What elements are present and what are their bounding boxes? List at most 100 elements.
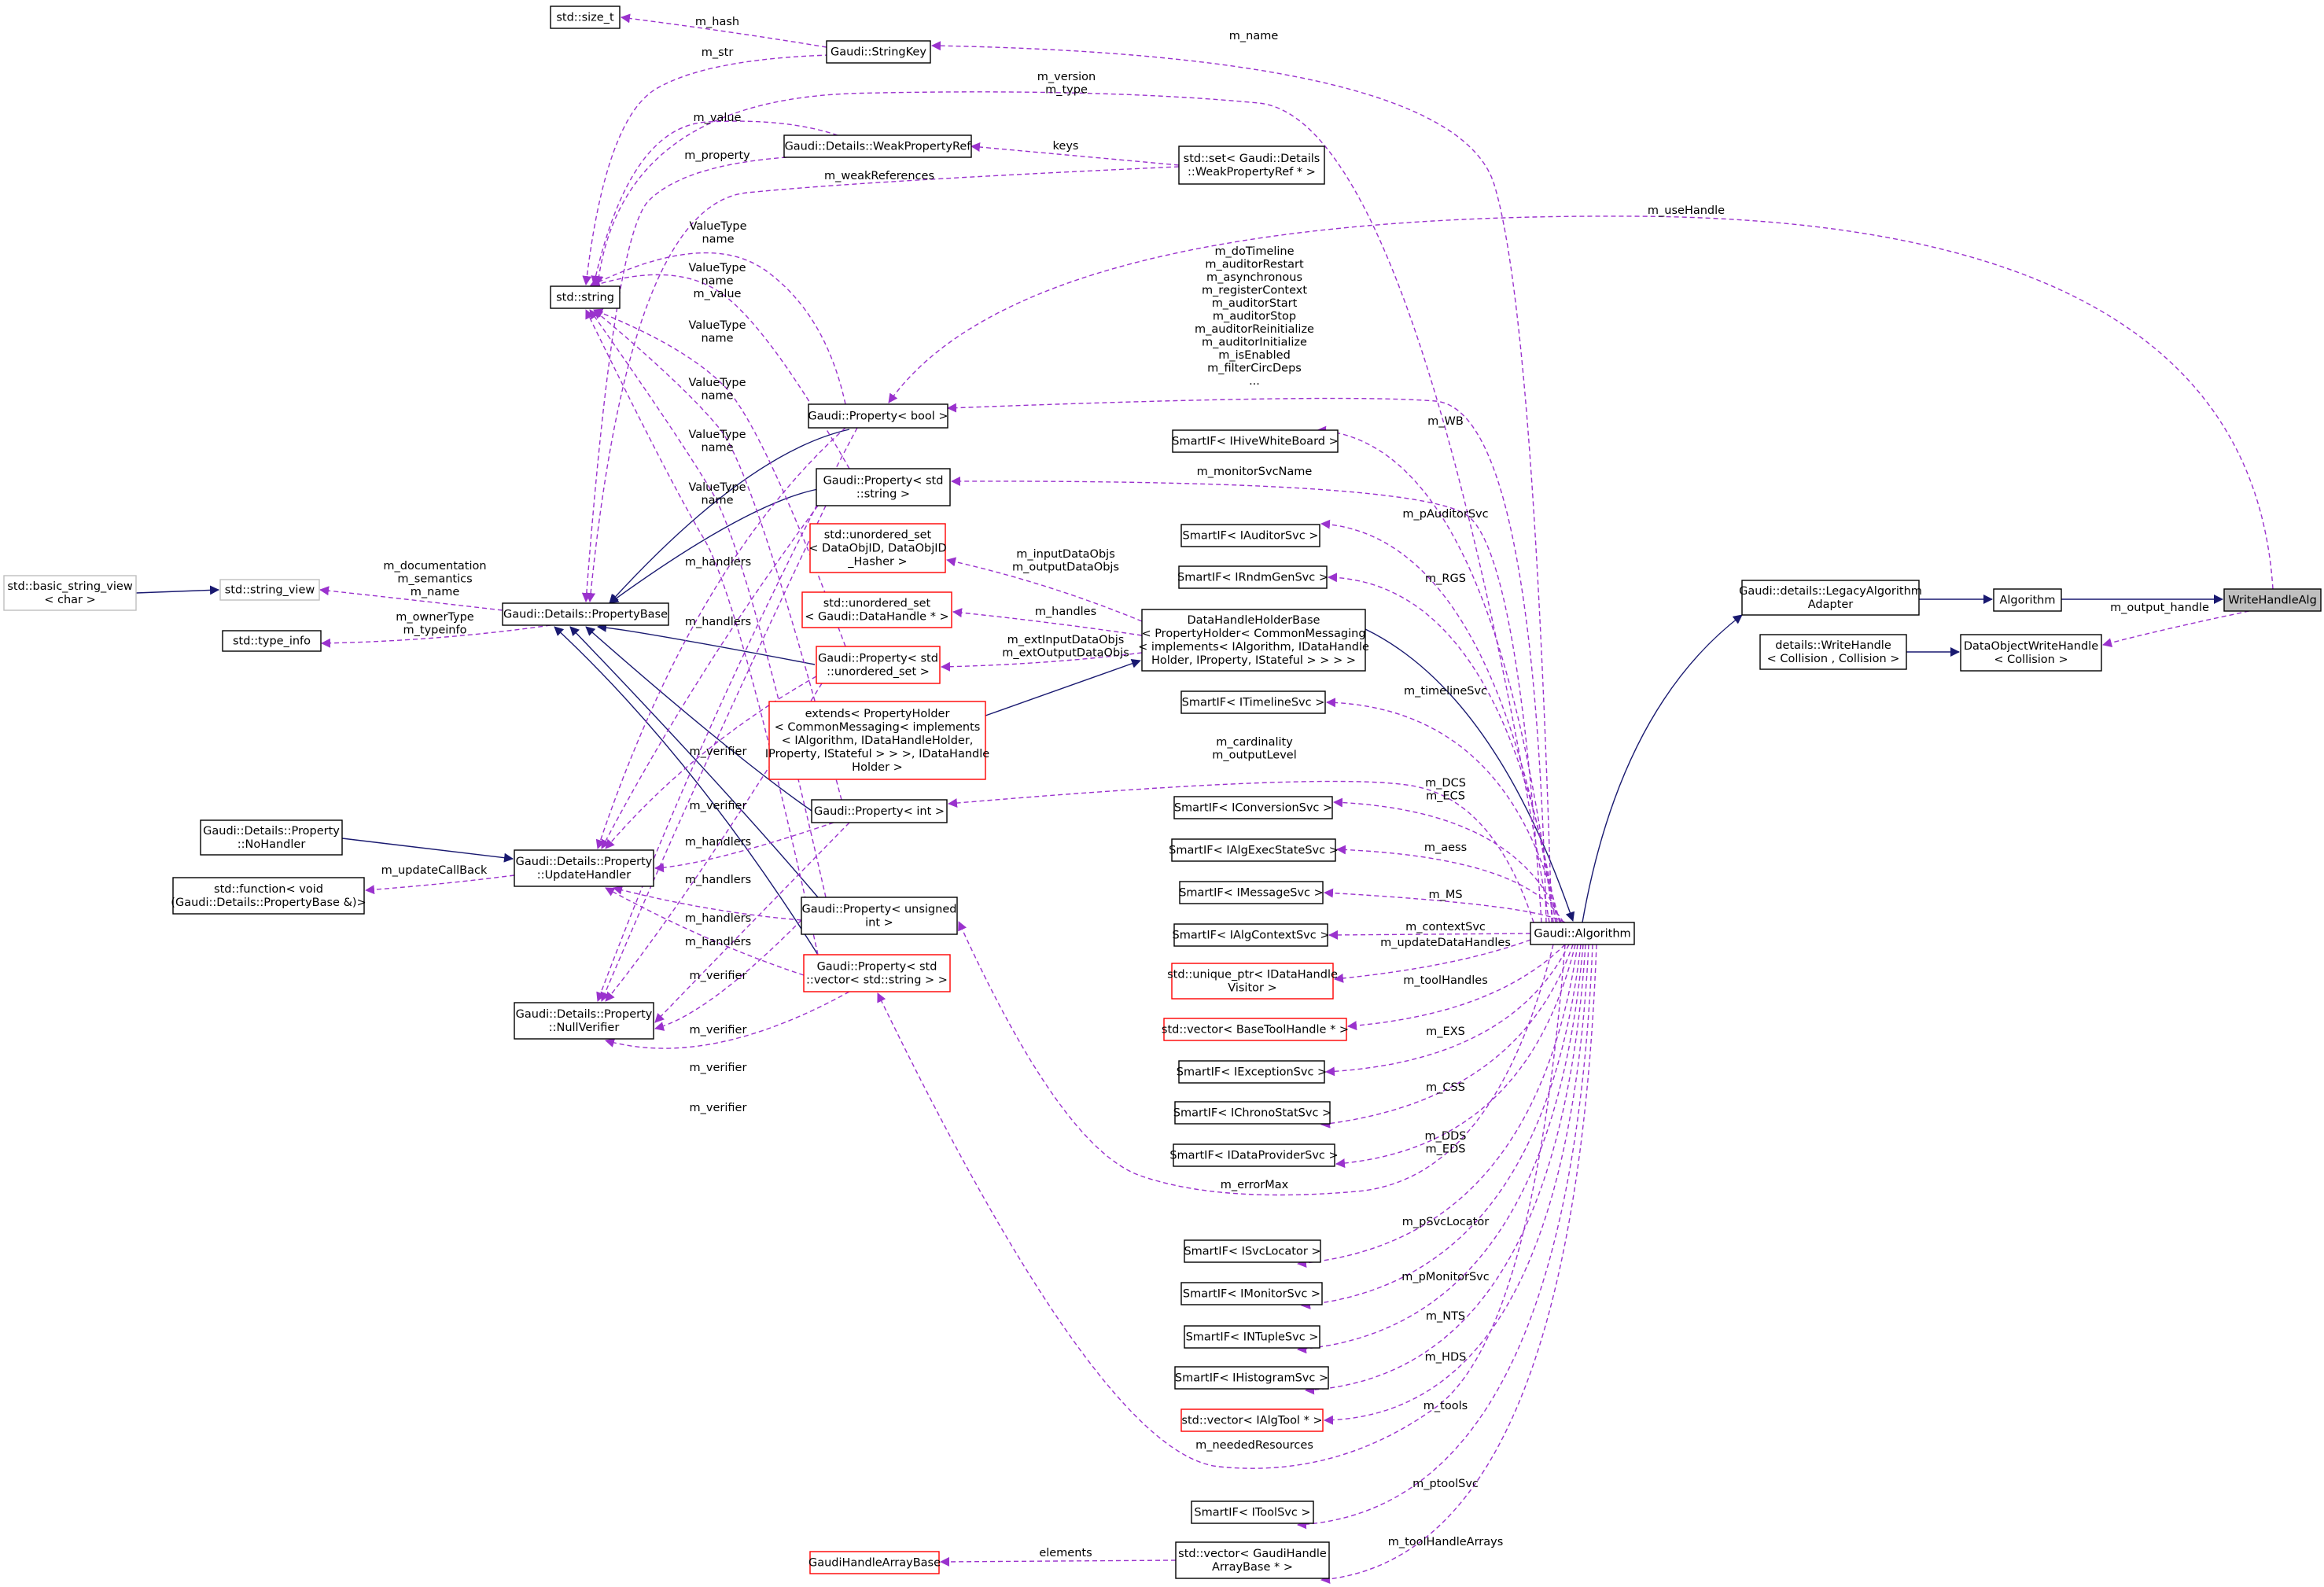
class-box-nullverifier [514, 1002, 654, 1040]
class-name-prop_uset: Gaudi::Property< std::unordered_set > [818, 653, 938, 679]
class-node-prop_string[interactable]: Gaudi::Property< std::string > [816, 468, 951, 506]
usage-edge-stdstring-to-prop_bool [589, 252, 846, 405]
class-node-gaudialg[interactable]: Gaudi::Algorithm [1530, 922, 1635, 945]
class-node-updatehandler[interactable]: Gaudi::Details::Property::UpdateHandler [514, 849, 654, 887]
class-node-dowh[interactable]: DataObjectWriteHandle< Collision > [1960, 634, 2102, 672]
class-node-ghab[interactable]: GaudiHandleArrayBase [808, 1551, 941, 1574]
edge-label-updatehandler-to-prop_bool: m_handlers [685, 556, 751, 569]
class-name-updatehandler: Gaudi::Details::Property::UpdateHandler [516, 856, 653, 882]
class-name-sif_rndm: SmartIF< IRndmGenSvc > [1177, 572, 1328, 584]
class-name-prop_vec: Gaudi::Property< std::vector< std::strin… [806, 961, 948, 987]
class-node-sif_svcloc[interactable]: SmartIF< ISvcLocator > [1184, 1239, 1321, 1263]
class-node-uset_dataobj[interactable]: std::unordered_set< DataObjID, DataObjID… [808, 523, 947, 573]
class-node-writehandle[interactable]: details::WriteHandle< Collision , Collis… [1759, 634, 1907, 670]
class-node-stdfunction[interactable]: std::function< void(Gaudi::Details::Prop… [171, 877, 366, 915]
class-name-sif_histo: SmartIF< IHistogramSvc > [1175, 1372, 1328, 1385]
usage-edge-stdset-to-propbase [586, 166, 1180, 602]
class-node-stdstring[interactable]: std::string [550, 285, 621, 309]
usage-edge-updatehandler-to-prop_bool [595, 427, 846, 849]
class-node-weakref[interactable]: Gaudi::Details::WeakPropertyRef [783, 134, 972, 158]
class-node-vec_btool[interactable]: std::vector< BaseToolHandle * > [1162, 1018, 1349, 1041]
edge-label-nullverifier-to-prop_uset: m_verifier [690, 970, 747, 982]
class-node-algorithm[interactable]: Algorithm [1993, 588, 2062, 612]
edge-label-size_t-to-stringkey: m_hash [695, 16, 739, 28]
inheritance-edge-propbase-to-prop_int [585, 626, 812, 812]
class-name-sif_chrono: SmartIF< IChronoStatSvc > [1173, 1107, 1331, 1120]
class-node-stringkey[interactable]: Gaudi::StringKey [826, 40, 931, 64]
class-node-sif_timeline[interactable]: SmartIF< ITimelineSvc > [1180, 690, 1326, 714]
edges-layer [135, 13, 2274, 1584]
class-node-nohandler[interactable]: Gaudi::Details::Property::NoHandler [200, 819, 343, 856]
class-box-type_info [222, 630, 322, 652]
edge-label-updatehandler-to-prop_string: m_handlers [685, 616, 751, 628]
usage-edge-uptr_visitor-to-gaudialg [1334, 939, 1531, 983]
class-node-sif_tool[interactable]: SmartIF< IToolSvc > [1191, 1500, 1314, 1524]
class-node-string_view[interactable]: std::string_view [219, 579, 320, 601]
class-node-sif_exc[interactable]: SmartIF< IExceptionSvc > [1177, 1060, 1327, 1084]
class-node-sif_algctx[interactable]: SmartIF< IAlgContextSvc > [1173, 923, 1330, 947]
class-box-prop_int [811, 799, 948, 823]
class-box-gaudialg [1530, 922, 1635, 945]
class-node-stdset[interactable]: std::set< Gaudi::Details::WeakPropertyRe… [1178, 145, 1325, 185]
usage-edge-sif_msg-to-gaudialg [1324, 888, 1566, 923]
class-node-sif_histo[interactable]: SmartIF< IHistogramSvc > [1174, 1366, 1329, 1390]
class-node-sif_dataprov[interactable]: SmartIF< IDataProviderSvc > [1169, 1143, 1339, 1167]
usage-edge-prop_int-to-gaudialg [948, 780, 1534, 923]
inheritance-edge-basic_sv-to-string_view [135, 585, 219, 595]
class-node-extends[interactable]: extends< PropertyHolder< CommonMessaging… [765, 701, 989, 780]
class-name-dowh: DataObjectWriteHandle< Collision > [1964, 640, 2098, 666]
class-box-sif_rndm [1178, 565, 1328, 589]
inheritance-edge-propbase-to-prop_bool [609, 429, 850, 604]
class-box-writehandle [1759, 634, 1907, 670]
class-node-sif_hive[interactable]: SmartIF< IHiveWhiteBoard > [1172, 429, 1339, 453]
usage-edge-stdstring-to-prop_int [593, 309, 842, 801]
usage-edge-sif_rndm-to-gaudialg [1328, 573, 1558, 923]
class-node-sif_rndm[interactable]: SmartIF< IRndmGenSvc > [1177, 565, 1328, 589]
usage-edge-nullverifier-to-prop_vec [605, 991, 850, 1049]
class-node-sif_msg[interactable]: SmartIF< IMessageSvc > [1179, 881, 1324, 904]
edge-label-sif_msg-to-gaudialg: m_MS [1428, 889, 1462, 901]
usage-edge-updatehandler-to-prop_uint [613, 885, 802, 921]
class-box-string_view [219, 579, 320, 601]
class-node-sif_algexec[interactable]: SmartIF< IAlgExecStateSvc > [1169, 838, 1339, 862]
class-box-ghab [809, 1551, 940, 1574]
class-node-nullverifier[interactable]: Gaudi::Details::Property::NullVerifier [514, 1002, 654, 1040]
class-box-algorithm [1993, 588, 2062, 612]
class-name-sif_algexec: SmartIF< IAlgExecStateSvc > [1169, 845, 1339, 857]
inheritance-edge-propbase-to-prop_uset [597, 622, 816, 665]
class-node-sif_ntuple[interactable]: SmartIF< INTupleSvc > [1184, 1325, 1320, 1349]
class-node-prop_vec[interactable]: Gaudi::Property< std::vector< std::strin… [803, 954, 951, 992]
edge-label-vec_gha-to-gaudialg: m_toolHandleArrays [1388, 1536, 1504, 1548]
inheritance-edge-extends-to-dhhb [985, 659, 1141, 716]
class-node-propbase[interactable]: Gaudi::Details::PropertyBase [502, 602, 669, 626]
usage-edge-nullverifier-to-prop_uint [654, 919, 802, 1031]
class-name-sif_exc: SmartIF< IExceptionSvc > [1177, 1066, 1327, 1079]
class-name-sif_timeline: SmartIF< ITimelineSvc > [1182, 697, 1325, 709]
usage-edge-vec_algtool-to-gaudialg [1324, 944, 1589, 1425]
class-node-prop_bool[interactable]: Gaudi::Property< bool > [808, 403, 948, 429]
class-name-prop_bool: Gaudi::Property< bool > [808, 411, 948, 423]
class-node-sif_conv[interactable]: SmartIF< IConversionSvc > [1173, 796, 1333, 819]
class-box-sif_chrono [1174, 1101, 1331, 1125]
class-node-type_info[interactable]: std::type_info [222, 630, 322, 652]
class-node-sif_chrono[interactable]: SmartIF< IChronoStatSvc > [1173, 1101, 1331, 1125]
edge-label-prop_bool-to-whalg: m_useHandle [1648, 204, 1725, 217]
class-node-sif_monitor[interactable]: SmartIF< IMonitorSvc > [1180, 1282, 1323, 1305]
class-box-sif_hive [1172, 429, 1339, 453]
class-node-size_t[interactable]: std::size_t [550, 6, 621, 29]
class-node-dhhb[interactable]: DataHandleHolderBase< PropertyHolder< Co… [1138, 609, 1369, 672]
class-node-basic_sv[interactable]: std::basic_string_view< char > [3, 575, 137, 611]
edge-label-sif_histo-to-gaudialg: m_HDS [1425, 1351, 1467, 1364]
class-node-sif_auditor[interactable]: SmartIF< IAuditorSvc > [1180, 524, 1320, 547]
edge-label-vec_algtool-to-gaudialg: m_tools [1423, 1400, 1468, 1412]
class-node-uset_handle[interactable]: std::unordered_set< Gaudi::DataHandle * … [801, 591, 952, 628]
class-node-vec_algtool[interactable]: std::vector< IAlgTool * > [1180, 1408, 1324, 1432]
class-name-type_info: std::type_info [233, 635, 311, 648]
class-node-prop_int[interactable]: Gaudi::Property< int > [811, 799, 948, 823]
class-node-prop_uset[interactable]: Gaudi::Property< std::unordered_set > [816, 646, 941, 684]
